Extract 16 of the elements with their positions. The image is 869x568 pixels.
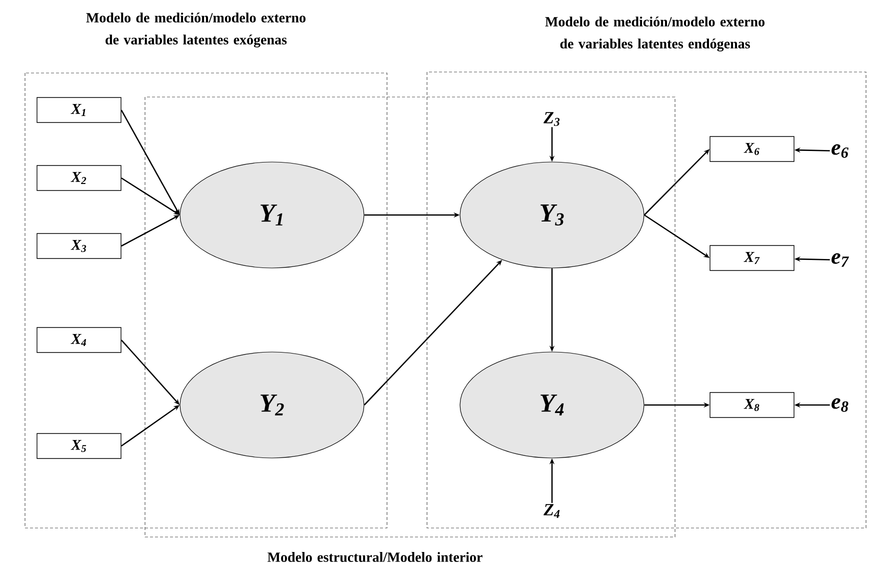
disturbance-label: Z$_{3}$ xyxy=(544,112,560,126)
section-heading: Modelo estructural/Modelo interior xyxy=(268,552,482,562)
indicator-box: X$_{4}$ xyxy=(36,327,122,353)
section-heading: Modelo de medición/modelo externo de variables latentes exógenas xyxy=(86,12,306,48)
indicator-box: X$_{2}$ xyxy=(36,165,122,191)
error-label: e$_{7}$ xyxy=(832,253,849,267)
indicator-box: X$_{6}$ xyxy=(710,136,794,162)
error-label: e$_{8}$ xyxy=(832,398,848,412)
indicator-box: X$_{5}$ xyxy=(36,433,122,459)
error-label: e$_{6}$ xyxy=(832,144,848,158)
indicator-box: X$_{3}$ xyxy=(36,233,122,259)
disturbance-label: Z$_{4}$ xyxy=(544,504,560,518)
indicator-box: X$_{7}$ xyxy=(710,245,794,271)
section-heading: Modelo de medición/modelo externo de variables latentes endógenas xyxy=(545,16,764,52)
indicator-box: X$_{1}$ xyxy=(36,97,122,123)
indicator-box: X$_{8}$ xyxy=(710,392,794,418)
